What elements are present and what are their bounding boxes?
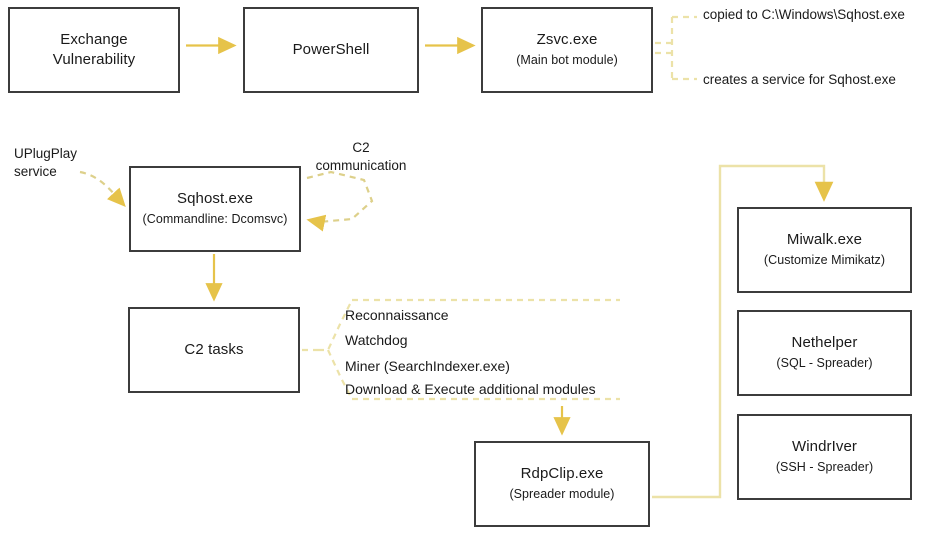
node-nethelper[interactable]: Nethelper (SQL - Spreader) (737, 310, 912, 396)
node-zsvc-exe[interactable]: Zsvc.exe (Main bot module) (481, 7, 653, 93)
node-powershell[interactable]: PowerShell (243, 7, 419, 93)
task-item-miner: Miner (SearchIndexer.exe) (345, 358, 510, 374)
node-title: RdpClip.exe (520, 465, 604, 483)
node-sqhost-exe[interactable]: Sqhost.exe (Commandline: Dcomsvc) (129, 166, 301, 252)
node-miwalk-exe[interactable]: Miwalk.exe (Customize Mimikatz) (737, 207, 912, 293)
node-title: Sqhost.exe (176, 190, 254, 208)
node-title: WindrIver (791, 438, 858, 456)
task-item-download-execute: Download & Execute additional modules (345, 381, 596, 397)
node-title: Exchange Vulnerability (52, 30, 136, 68)
node-title: Nethelper (791, 334, 858, 352)
branch-zsvc-outputs (655, 15, 697, 81)
label-creates-service: creates a service for Sqhost.exe (703, 72, 896, 87)
task-item-reconnaissance: Reconnaissance (345, 307, 449, 323)
node-c2-tasks[interactable]: C2 tasks (128, 307, 300, 393)
arrow-uplugplay-to-sqhost (79, 170, 126, 207)
node-title: C2 tasks (184, 340, 244, 358)
node-subtitle: (Spreader module) (509, 487, 615, 502)
node-title: PowerShell (292, 40, 370, 58)
node-title: Miwalk.exe (786, 231, 863, 249)
loop-c2-communication (306, 170, 374, 232)
node-subtitle: (Main bot module) (516, 53, 618, 68)
node-subtitle: (Commandline: Dcomsvc) (142, 212, 288, 227)
label-copied-to-path: copied to C:\Windows\Sqhost.exe (703, 7, 905, 22)
label-uplugplay-service: UPlugPlay service (14, 146, 78, 180)
node-rdpclip-exe[interactable]: RdpClip.exe (Spreader module) (474, 441, 650, 527)
label-c2-communication: C2 communication (315, 140, 407, 174)
node-windriver[interactable]: WindrIver (SSH - Spreader) (737, 414, 912, 500)
node-subtitle: (Customize Mimikatz) (763, 253, 886, 268)
task-item-watchdog: Watchdog (345, 332, 408, 348)
node-subtitle: (SSH - Spreader) (775, 460, 874, 475)
node-title: Zsvc.exe (536, 31, 598, 49)
node-exchange-vulnerability[interactable]: Exchange Vulnerability (8, 7, 180, 93)
node-subtitle: (SQL - Spreader) (776, 356, 873, 371)
